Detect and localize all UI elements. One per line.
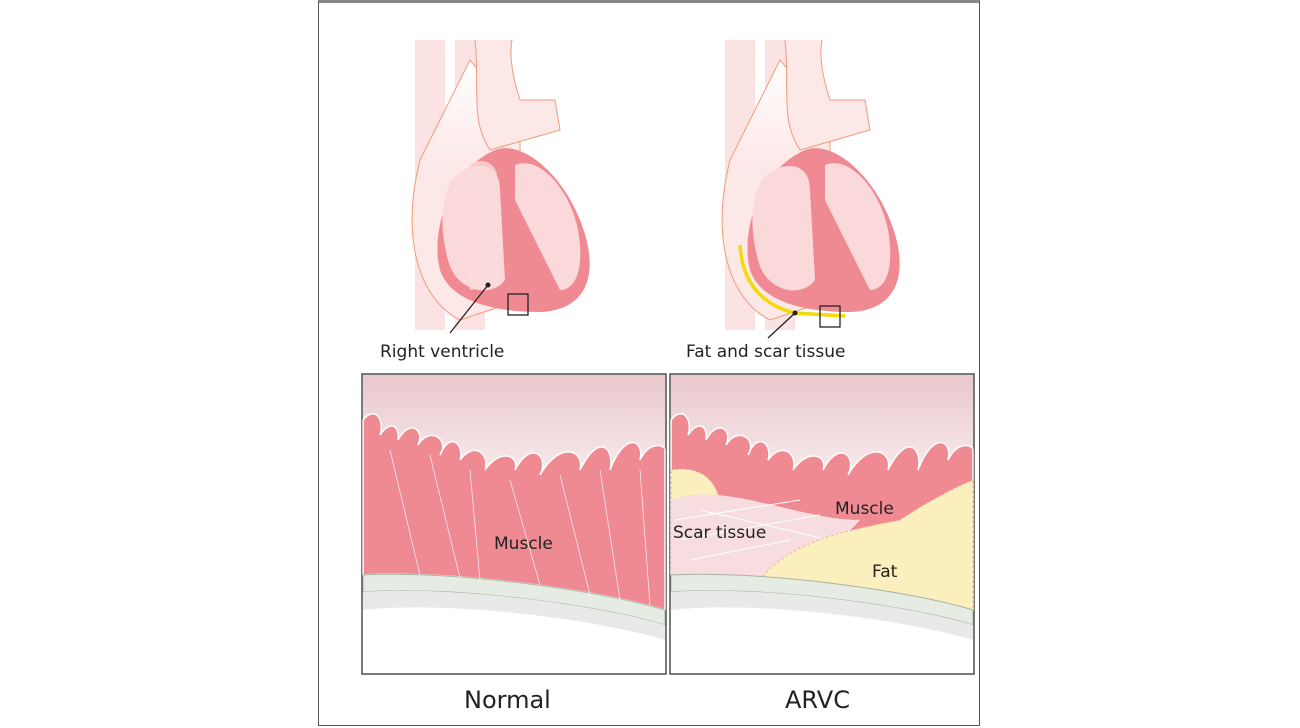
fat-label: Fat bbox=[872, 562, 898, 582]
pointer-dot bbox=[792, 310, 798, 316]
figure-frame bbox=[318, 0, 980, 726]
arvc-muscle-label: Muscle bbox=[835, 499, 894, 519]
arvc-heart bbox=[721, 39, 900, 330]
zoom-region-box bbox=[819, 305, 841, 328]
pointer-dot bbox=[485, 282, 491, 288]
scar-tissue-label: Scar tissue bbox=[673, 523, 767, 543]
fat-scar-pointer bbox=[767, 312, 796, 339]
normal-caption: Normal bbox=[464, 686, 551, 714]
arvc-caption: ARVC bbox=[785, 686, 850, 714]
arvc-tissue-panel bbox=[669, 373, 975, 675]
normal-heart bbox=[411, 39, 590, 330]
normal-tissue-panel bbox=[361, 373, 667, 675]
right-ventricle-pointer bbox=[449, 284, 489, 334]
fat-scar-tissue-label: Fat and scar tissue bbox=[686, 342, 846, 362]
normal-muscle-label: Muscle bbox=[494, 534, 553, 554]
zoom-region-box bbox=[507, 293, 529, 316]
right-ventricle-label: Right ventricle bbox=[380, 342, 505, 362]
